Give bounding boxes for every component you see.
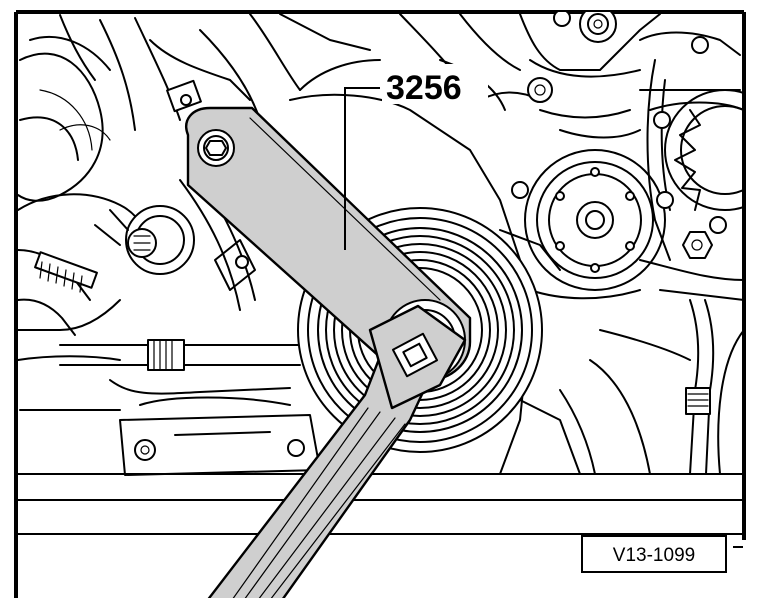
tool-number-label: 3256 [382,64,488,107]
callout-leader [344,87,380,250]
ratchet-breaker-bar [207,304,467,598]
tool-number-text: 3256 [386,69,462,107]
figure-frame [14,10,746,598]
figure-reference-text: V13-1099 [613,545,695,566]
figure-reference: V13-1099 [581,535,743,573]
